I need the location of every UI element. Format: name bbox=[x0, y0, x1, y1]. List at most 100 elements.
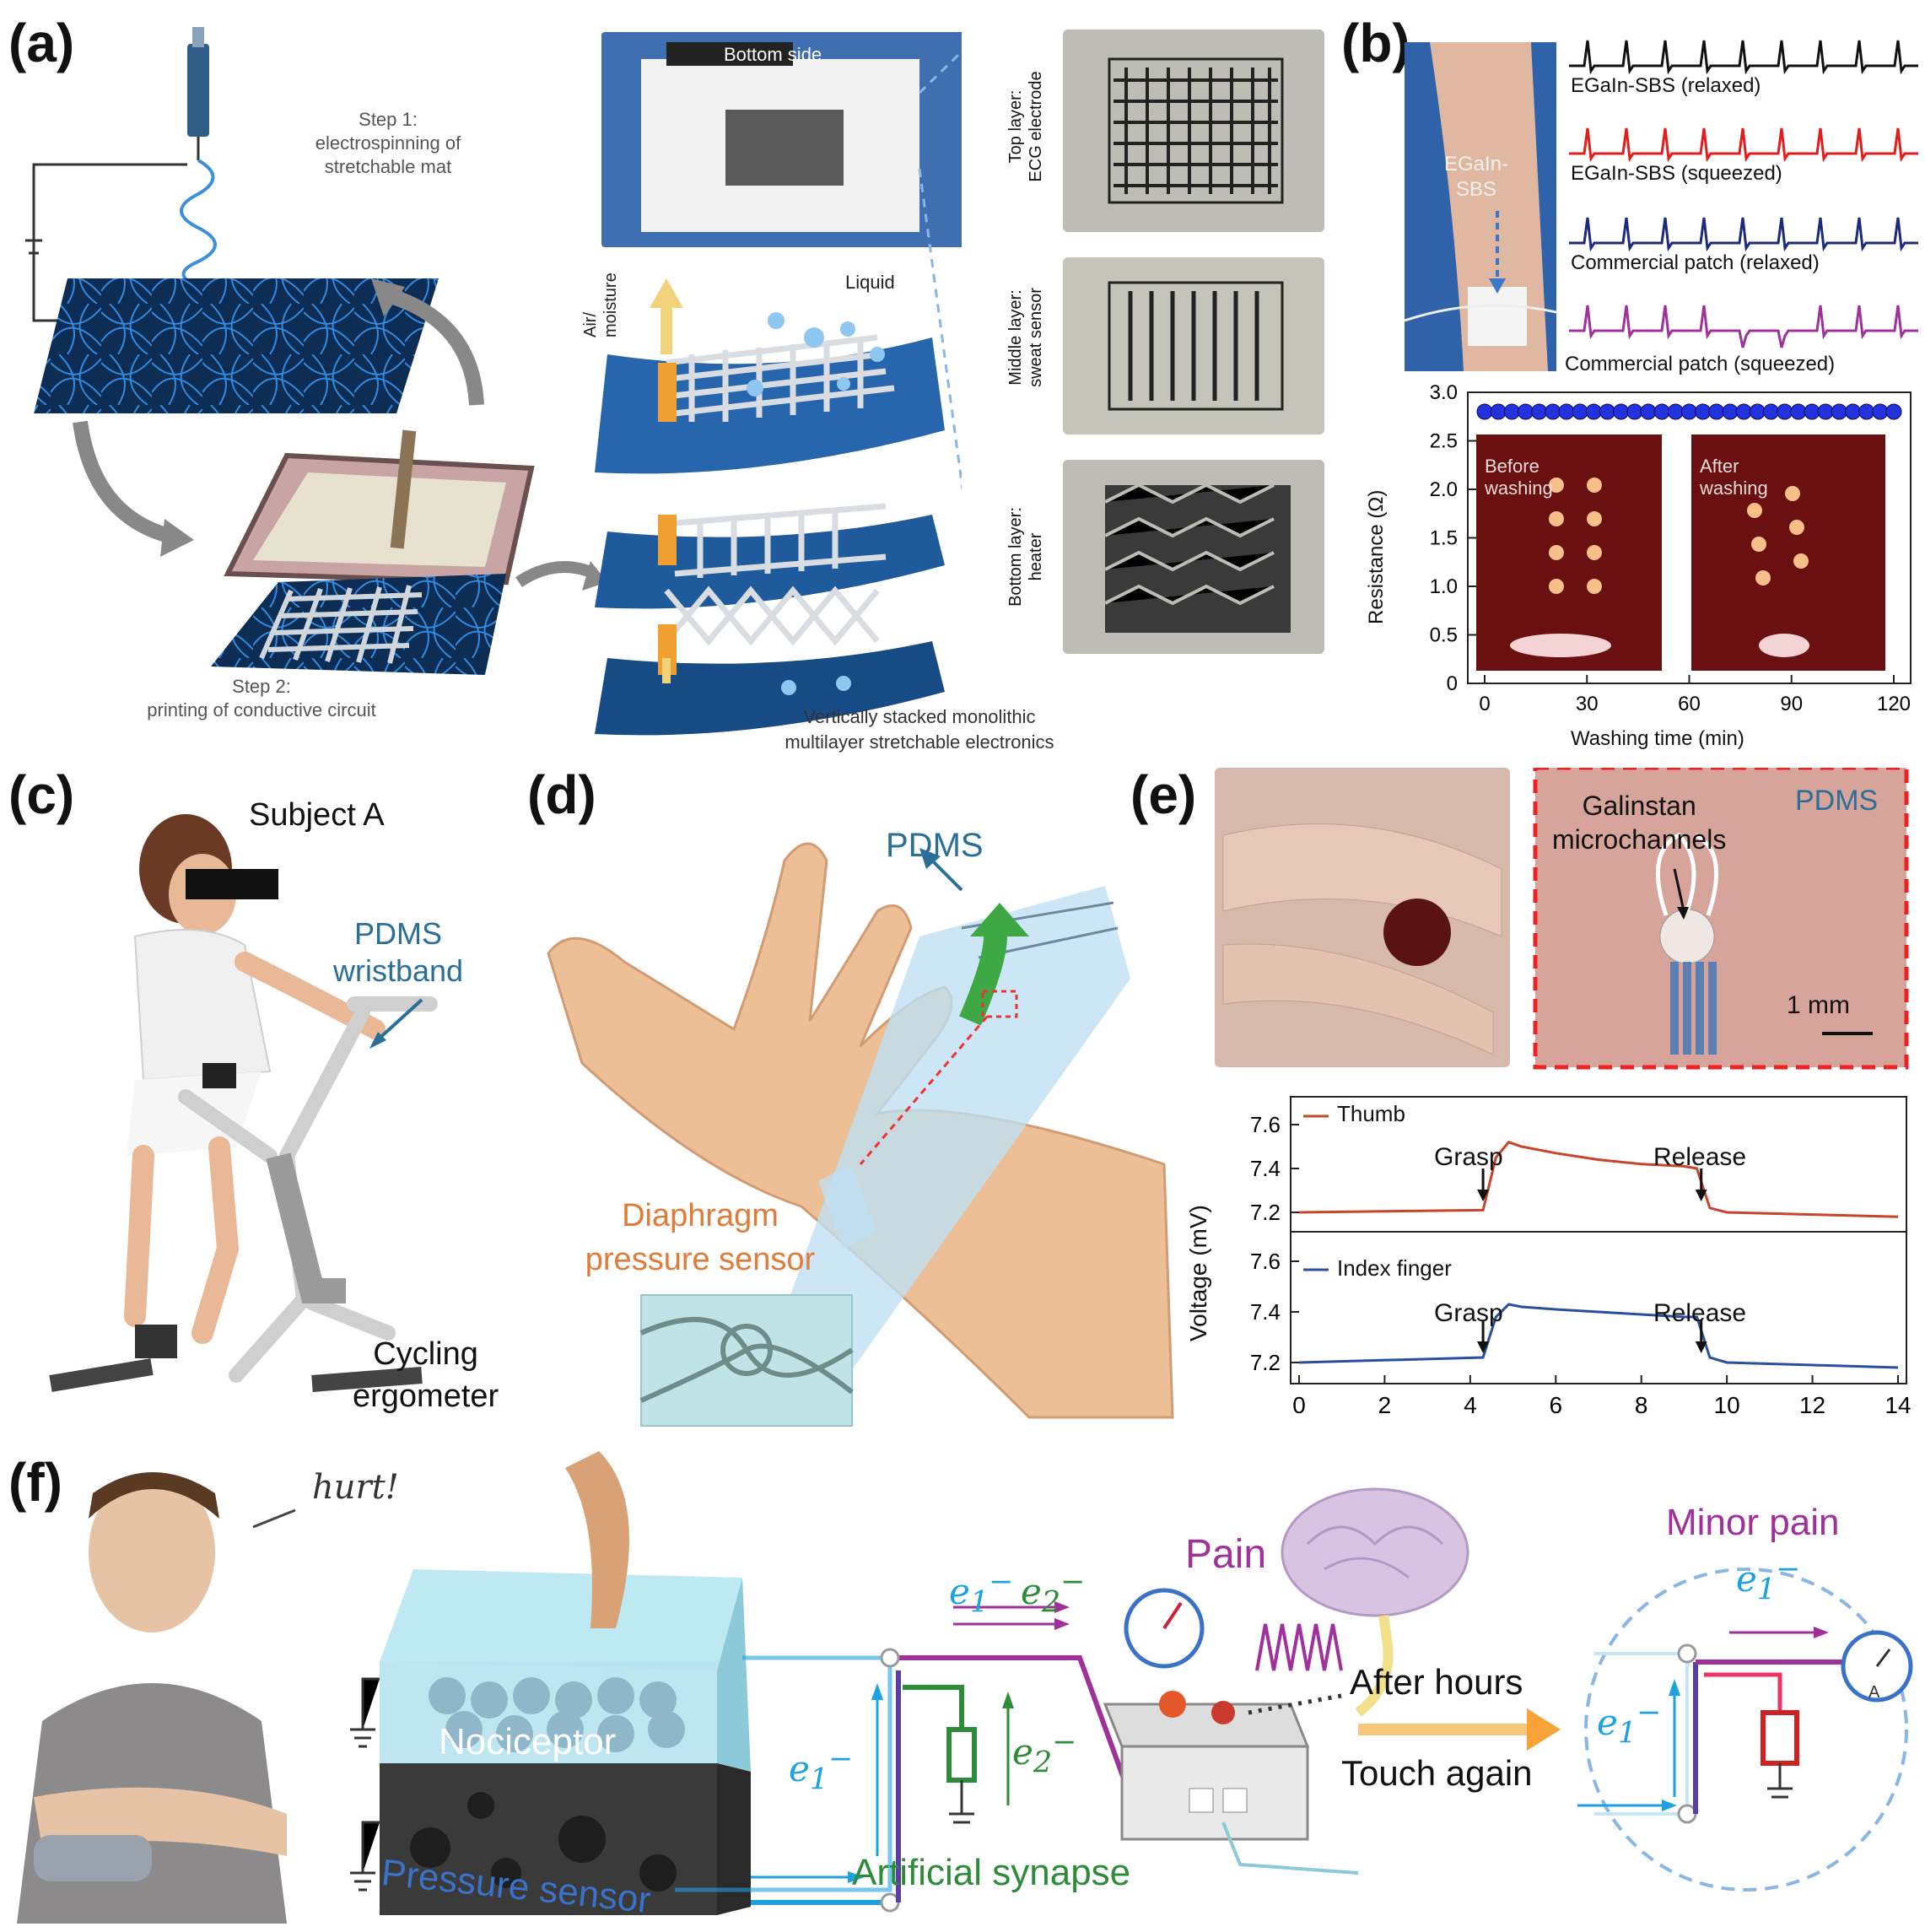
e2-right-label: e2− bbox=[1012, 1725, 1076, 1779]
voltage-xtick-label: 12 bbox=[1799, 1392, 1825, 1418]
before-washing-inset bbox=[1476, 434, 1662, 671]
index-release-label: Release bbox=[1653, 1299, 1747, 1327]
ecg-trace-egain-squeezed bbox=[1569, 127, 1918, 163]
resistance-point bbox=[1831, 403, 1847, 420]
egain-photo-label: EGaIn- SBS bbox=[1444, 152, 1508, 202]
resistance-point bbox=[1790, 403, 1807, 420]
resistance-ytick-label: 0 bbox=[1447, 672, 1458, 695]
e2-top-sub: 2 bbox=[1041, 1585, 1061, 1620]
panel-c-letter: (c) bbox=[8, 764, 75, 825]
voltage-ytick-label: 7.4 bbox=[1250, 1299, 1281, 1325]
resistance-xtick-label: 90 bbox=[1780, 693, 1803, 715]
resistance-point bbox=[1885, 403, 1902, 420]
resistance-ylabel: Resistance (Ω) bbox=[1365, 489, 1388, 624]
after-washing-label: After washing bbox=[1700, 456, 1768, 499]
ecg-traces bbox=[1569, 40, 1918, 348]
pressure-sensor-word: pressure sensor bbox=[585, 1242, 816, 1277]
panel-f-illustration bbox=[17, 1451, 1913, 1924]
resistance-point bbox=[1681, 403, 1697, 420]
resistance-point bbox=[1777, 403, 1793, 420]
step1-title: Step 1: bbox=[359, 109, 418, 130]
e1-minor-sub: 1 bbox=[1756, 1573, 1777, 1607]
resistance-point bbox=[1503, 403, 1520, 420]
diaphragm-sensor-label: Diaphragm pressure sensor bbox=[557, 1194, 844, 1282]
artificial-synapse-label: Artificial synapse bbox=[852, 1852, 1131, 1893]
resistance-point bbox=[1572, 403, 1588, 420]
caption-line2: multilayer stretchable electronics bbox=[785, 731, 1054, 753]
event-arrowhead bbox=[1477, 1341, 1490, 1353]
resistance-point bbox=[1490, 403, 1507, 420]
resistance-point bbox=[1695, 403, 1712, 420]
voltage-xtick-label: 2 bbox=[1378, 1392, 1392, 1418]
event-arrowhead bbox=[1695, 1190, 1707, 1201]
top-layer-label: Top layer: ECG electrode bbox=[1006, 42, 1046, 211]
grasp-release-arrows bbox=[1477, 1168, 1707, 1353]
e2-right-sub: 2 bbox=[1033, 1746, 1053, 1780]
resistance-point bbox=[1558, 403, 1575, 420]
voltage-xtick-label: 10 bbox=[1714, 1392, 1740, 1418]
resistance-point bbox=[1518, 403, 1534, 420]
e1-left-label: e1− bbox=[789, 1742, 853, 1796]
thumb-series-line bbox=[1298, 1141, 1899, 1218]
wristband-label: PDMS wristband bbox=[333, 915, 463, 990]
pdms-label-d: PDMS bbox=[886, 827, 984, 864]
voltage-xtick-label: 0 bbox=[1292, 1392, 1306, 1418]
e1-minor-label: e1− bbox=[1736, 1552, 1800, 1606]
step2-line2: printing of conductive circuit bbox=[147, 699, 376, 720]
resistance-xtick-label: 120 bbox=[1877, 693, 1911, 715]
voltage-ytick-label: 7.2 bbox=[1250, 1200, 1281, 1225]
step1-line2: electrospinning of bbox=[315, 132, 461, 154]
resistance-point bbox=[1626, 403, 1643, 420]
resistance-point bbox=[1708, 403, 1725, 420]
after-hours-label: After hours bbox=[1350, 1662, 1523, 1702]
top-layer-title: Top layer: bbox=[1006, 89, 1025, 164]
panel-e-photos bbox=[1215, 768, 1909, 1070]
e2-top-sup: − bbox=[1060, 1565, 1086, 1599]
resistance-point bbox=[1804, 403, 1820, 420]
resistance-point bbox=[1722, 403, 1739, 420]
step2-label: Step 2: printing of conductive circuit bbox=[118, 675, 405, 722]
e1-left-sub: 1 bbox=[809, 1762, 829, 1797]
e1-minor-left-sup: − bbox=[1637, 1696, 1662, 1730]
ecg-trace-commercial-relaxed bbox=[1569, 217, 1918, 252]
panel-b-letter: (b) bbox=[1341, 13, 1410, 73]
resistance-ytick-label: 0.5 bbox=[1430, 624, 1458, 647]
e1-minor-e: e bbox=[1736, 1558, 1757, 1600]
resistance-point bbox=[1585, 403, 1602, 420]
panel-e-letter: (e) bbox=[1130, 764, 1197, 825]
step2-title: Step 2: bbox=[232, 676, 291, 697]
subject-label: Subject A bbox=[249, 797, 385, 833]
bottom-layer-label: Bottom layer: heater bbox=[1006, 464, 1046, 650]
panel-a-letter: (a) bbox=[8, 13, 75, 73]
e1-top-sub: 1 bbox=[969, 1585, 989, 1620]
e2-right-e: e bbox=[1012, 1731, 1033, 1773]
resistance-point bbox=[1735, 403, 1752, 420]
wristband-arrow bbox=[369, 998, 423, 1049]
resistance-point bbox=[1599, 403, 1615, 420]
e2-top-e: e bbox=[1021, 1571, 1042, 1612]
bottom-layer-title: Bottom layer: bbox=[1006, 507, 1025, 607]
e1-minor-left-e: e bbox=[1597, 1702, 1618, 1743]
resistance-ytick-label: 1.0 bbox=[1430, 575, 1458, 598]
pain-label: Pain bbox=[1185, 1532, 1267, 1577]
before-label: Before bbox=[1485, 456, 1539, 477]
e1-minor-left-sub: 1 bbox=[1617, 1716, 1637, 1751]
bottom-layer-sub: heater bbox=[1027, 532, 1045, 581]
voltage-xtick-label: 14 bbox=[1885, 1392, 1911, 1418]
ergometer-line1: Cycling bbox=[373, 1336, 478, 1372]
e1-minor-sup: − bbox=[1776, 1552, 1801, 1586]
resistance-point bbox=[1531, 403, 1548, 420]
resistance-point bbox=[1817, 403, 1834, 420]
resistance-ytick-label: 3.0 bbox=[1430, 384, 1458, 404]
after-washing-word: washing bbox=[1700, 478, 1768, 499]
trace-label-3: Commercial patch (squeezed) bbox=[1565, 353, 1836, 375]
caption-line1: Vertically stacked monolithic bbox=[803, 706, 1036, 727]
galinstan-word: Galinstan bbox=[1582, 791, 1696, 821]
event-arrowhead bbox=[1477, 1190, 1490, 1201]
middle-layer-title: Middle layer: bbox=[1006, 289, 1025, 386]
hurt-label: hurt! bbox=[312, 1468, 399, 1507]
resistance-point bbox=[1613, 403, 1630, 420]
resistance-point bbox=[1763, 403, 1779, 420]
